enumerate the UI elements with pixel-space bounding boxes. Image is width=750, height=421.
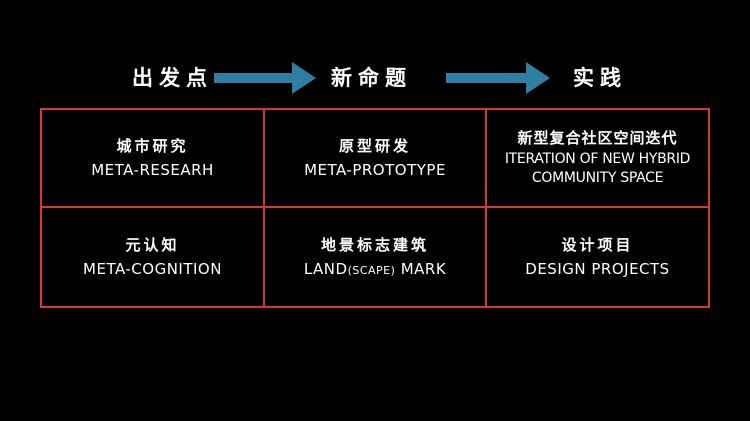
grid-cell-prototype: 原型研发 META-PROTOTYPE: [265, 110, 487, 208]
cell-title-en: META-COGNITION: [83, 260, 222, 278]
cell-title-cn: 新型复合社区空间迭代: [517, 128, 678, 147]
right-arrow-icon: [214, 62, 316, 94]
grid-cell-landscape-mark: 地景标志建筑 LAND(SCAPE) MARK: [265, 208, 487, 306]
right-arrow-icon: [446, 62, 550, 94]
grid-cell-hybrid-community: 新型复合社区空间迭代 ITERATION OF NEW HYBRID COMMU…: [487, 110, 708, 208]
step-new-proposition: 新命题: [331, 66, 412, 90]
cell-title-en: LAND(SCAPE) MARK: [304, 259, 446, 279]
cell-title-en: COMMUNITY SPACE: [531, 170, 664, 187]
cell-title-en: META-RESEARH: [91, 161, 214, 179]
flow-header: 出发点 新命题 实践: [0, 60, 750, 96]
cell-title-cn: 地景标志建筑: [320, 235, 429, 254]
cell-title-cn: 元认知: [125, 235, 180, 254]
step-starting-point: 出发点: [132, 66, 213, 90]
cell-title-cn: 城市研究: [116, 136, 189, 155]
cell-title-en-part: MARK: [395, 260, 447, 278]
cell-title-en: DESIGN PROJECTS: [525, 260, 670, 278]
cell-title-en-part: (SCAPE): [347, 264, 396, 277]
step-practice: 实践: [573, 66, 627, 90]
cell-title-cn: 设计项目: [561, 235, 634, 254]
grid-cell-metacognition: 元认知 META-COGNITION: [42, 208, 265, 306]
cell-title-en: META-PROTOTYPE: [304, 161, 446, 179]
cell-title-en: ITERATION OF NEW HYBRID: [504, 151, 691, 168]
concept-grid: 城市研究 META-RESEARH 原型研发 META-PROTOTYPE 新型…: [40, 108, 710, 308]
grid-cell-design-projects: 设计项目 DESIGN PROJECTS: [487, 208, 708, 306]
grid-cell-urban-research: 城市研究 META-RESEARH: [42, 110, 265, 208]
cell-title-en-part: LAND: [303, 260, 348, 278]
cell-title-cn: 原型研发: [338, 136, 411, 155]
